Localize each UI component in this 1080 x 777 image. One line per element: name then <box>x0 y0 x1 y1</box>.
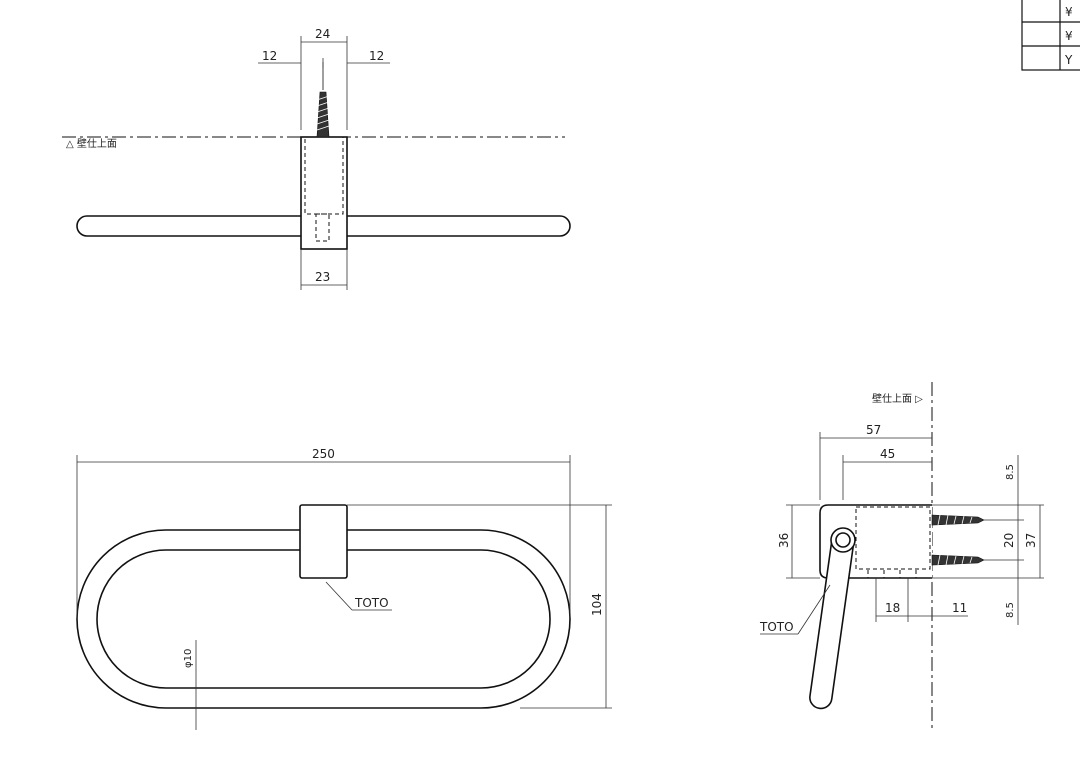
front-bracket <box>299 504 348 579</box>
wall-surface-label-right: 壁仕上面 ▷ <box>872 392 923 405</box>
dim-top-width: 24 <box>315 27 330 41</box>
table-cell-3: Y <box>1064 53 1073 67</box>
side-pivot-outer <box>830 527 856 553</box>
dim-front-height: 104 <box>590 593 604 616</box>
dim-side-57: 57 <box>866 423 881 437</box>
dim-side-11: 11 <box>952 601 967 615</box>
top-view-bracket <box>300 136 348 250</box>
side-hidden-holes <box>867 570 917 578</box>
dim-top-right-offset: 12 <box>369 49 384 63</box>
side-hidden-plate <box>855 506 931 570</box>
dim-side-45: 45 <box>880 447 895 461</box>
side-view: 壁仕上面 ▷ 57 45 36 <box>759 382 1044 728</box>
dim-side-20: 20 <box>1002 533 1016 548</box>
side-screw-upper <box>931 514 985 526</box>
dim-rod-diameter: φ10 <box>183 649 194 668</box>
dim-top-base: 23 <box>315 270 330 284</box>
table-cell-2: ¥ <box>1065 29 1073 43</box>
side-screw-lower <box>931 554 985 566</box>
top-view: △ 壁仕上面 24 12 12 23 <box>62 27 571 290</box>
dim-side-85-bottom: 8.5 <box>1005 602 1016 618</box>
dim-side-36: 36 <box>777 533 791 548</box>
dim-side-37: 37 <box>1024 533 1038 548</box>
front-view: 250 104 φ10 TOTO <box>76 447 612 730</box>
dim-front-width: 250 <box>312 447 335 461</box>
brand-label-front: TOTO <box>354 596 389 610</box>
wall-surface-label-left: △ 壁仕上面 <box>66 137 117 150</box>
bracket-hidden-setscrew <box>315 213 330 242</box>
dim-top-left-offset: 12 <box>262 49 277 63</box>
side-pivot-inner <box>835 532 851 548</box>
brand-label-side: TOTO <box>759 620 794 634</box>
top-view-screw <box>316 62 330 138</box>
dim-side-18: 18 <box>885 601 900 615</box>
side-rod <box>809 529 855 710</box>
dim-side-85-top: 8.5 <box>1005 464 1016 480</box>
price-table: ¥ ¥ Y <box>1021 0 1080 71</box>
table-cell-1: ¥ <box>1065 5 1073 19</box>
